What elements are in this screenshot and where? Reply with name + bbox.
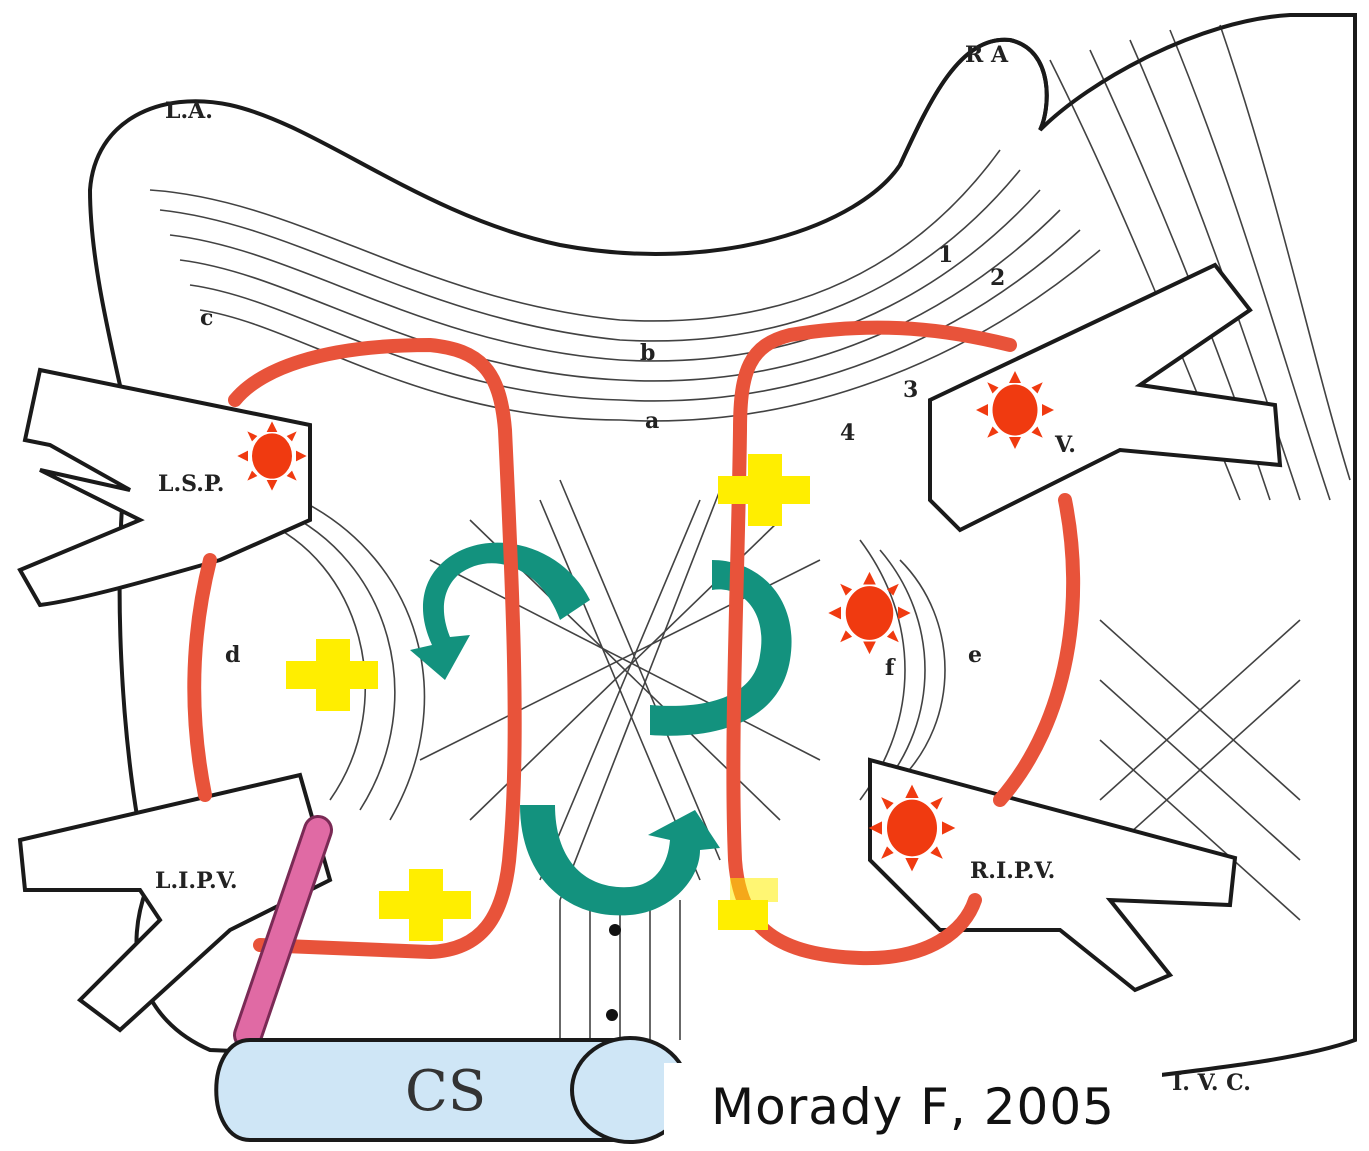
label-rspv: V. [1054, 432, 1076, 458]
number-3: 3 [903, 377, 918, 403]
marker-dot-bottom [606, 1009, 618, 1021]
marker-f: f [885, 655, 896, 681]
starburst-icon [237, 421, 306, 490]
label-ivc: I. V. C. [1172, 1070, 1251, 1096]
marker-c: c [200, 305, 213, 331]
label-lspv: L.S.P. [158, 471, 224, 497]
starburst-icon [869, 785, 956, 872]
label-ripv: R.I.P.V. [970, 858, 1055, 884]
label-ra: R A [965, 42, 1009, 68]
number-2: 2 [990, 265, 1005, 291]
coronary-sinus: CS [216, 1038, 688, 1142]
marker-d: d [225, 642, 240, 668]
marker-dot-lower [609, 924, 621, 936]
label-lipv: L.I.P.V. [155, 868, 238, 894]
cs-label: CS [405, 1059, 486, 1124]
citation-box: Morady F, 2005 [664, 1063, 1162, 1151]
marker-b: b [640, 340, 655, 366]
number-1: 1 [938, 242, 953, 268]
number-4: 4 [840, 420, 855, 446]
marker-e: e [968, 642, 982, 668]
marker-a: a [645, 408, 659, 434]
starburst-icon [828, 572, 910, 654]
citation-text: Morady F, 2005 [711, 1078, 1115, 1136]
label-la: L.A. [165, 98, 213, 124]
starburst-icon [976, 371, 1054, 449]
